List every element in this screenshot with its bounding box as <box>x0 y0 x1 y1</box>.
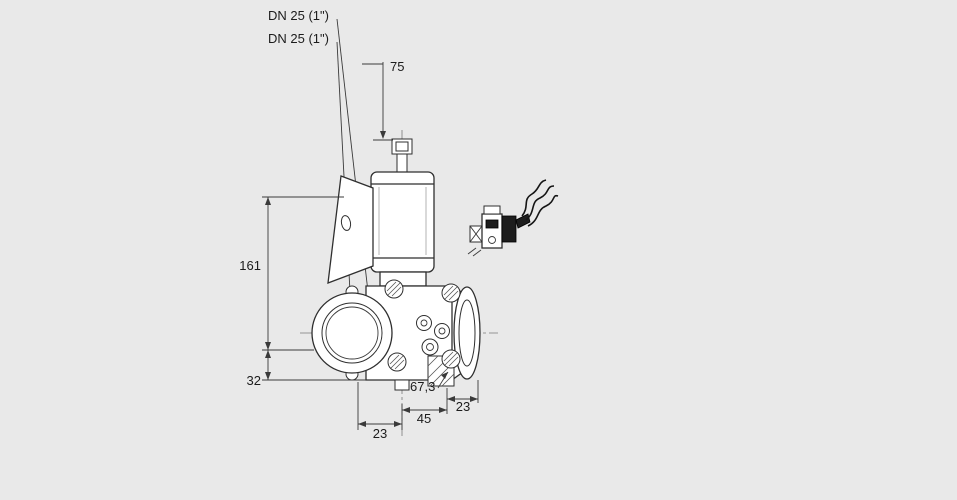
wire-strand <box>527 194 559 227</box>
dimension-161-32 <box>262 196 366 381</box>
port-label-top: DN 25 (1") <box>268 8 329 23</box>
cable-gland <box>515 213 531 229</box>
dimension-67-leader <box>437 371 449 389</box>
bracket-hole <box>340 215 352 231</box>
thread-outer <box>321 302 383 364</box>
inlet-flange <box>311 285 393 381</box>
dim-label-161: 161 <box>239 258 261 273</box>
bolt-bottom-left <box>387 352 407 372</box>
dim-label-23-right: 23 <box>456 399 470 414</box>
solenoid-actuator <box>370 138 435 273</box>
wire-strand <box>525 185 555 221</box>
plug-housing <box>481 213 503 249</box>
dimension-bottom <box>357 380 479 430</box>
dim-label-32: 32 <box>247 373 261 388</box>
terminal-block <box>501 215 517 243</box>
wire-strand <box>521 179 547 217</box>
bolt-top-left <box>384 279 404 299</box>
coil-body <box>370 171 435 273</box>
bolt-top-right <box>441 283 461 303</box>
spindle <box>396 153 408 173</box>
dim-label-75: 75 <box>390 59 404 74</box>
dim-label-23-left: 23 <box>373 426 387 441</box>
body-ports <box>416 315 450 356</box>
dim-label-67-3: 67,3 <box>410 379 435 394</box>
thread-inner <box>325 306 379 360</box>
cable-plug <box>467 179 559 257</box>
dim-label-45: 45 <box>417 411 431 426</box>
dimension-75 <box>362 62 393 141</box>
outlet-flange <box>453 286 481 380</box>
port-label-bottom: DN 25 (1") <box>268 31 329 46</box>
bolt-bottom-right <box>441 349 461 369</box>
bottom-plug <box>394 379 410 391</box>
mounting-bracket <box>327 175 374 284</box>
plug-screw <box>488 236 496 244</box>
